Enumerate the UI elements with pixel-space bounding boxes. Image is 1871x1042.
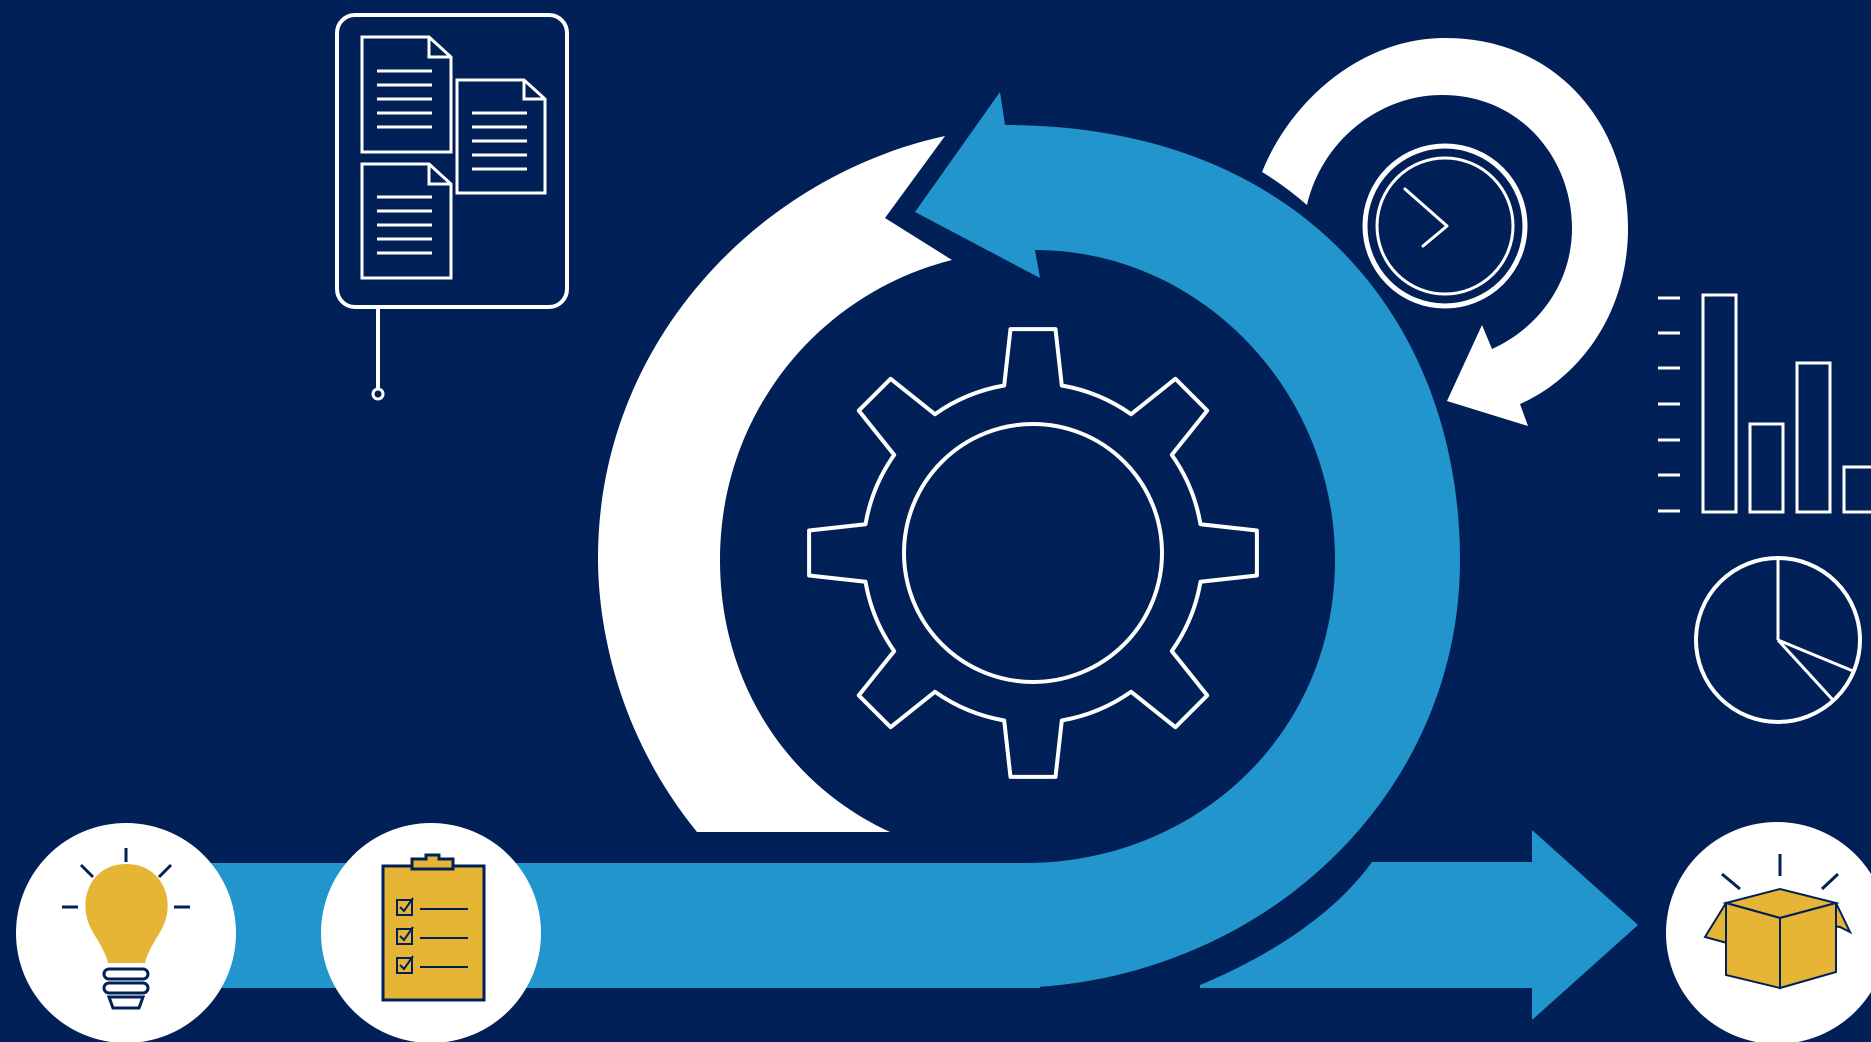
document-icon	[360, 162, 453, 280]
white-cycle-arrow	[598, 136, 952, 832]
bar-chart-icon	[1658, 293, 1871, 514]
lightbulb-icon	[16, 823, 236, 1042]
pie-chart-icon	[1694, 556, 1862, 724]
clock-icon	[1362, 143, 1528, 309]
clipboard-checklist-icon	[321, 823, 541, 1042]
open-box-icon	[1666, 822, 1871, 1042]
clock-arrow-ring	[1262, 38, 1628, 426]
document-icon	[360, 35, 453, 154]
gear-icon	[807, 327, 1259, 779]
document-board-icon	[335, 13, 569, 401]
document-icon	[455, 78, 547, 195]
blue-cycle-arrow	[440, 92, 1460, 988]
delivery-arrow	[1200, 830, 1638, 1020]
